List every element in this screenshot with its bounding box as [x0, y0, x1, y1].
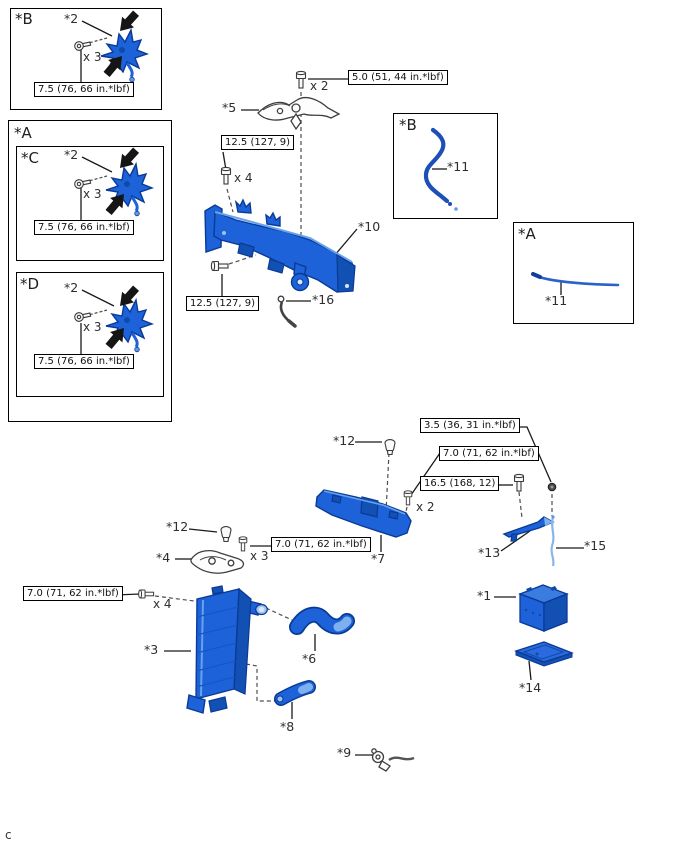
part-6-air-hose [289, 606, 355, 635]
qty-label-x4: x 4 [234, 171, 253, 185]
qty-label-x3: x 3 [83, 50, 102, 64]
torque-box-7_0: 7.0 (71, 62 in.*lbf) [271, 537, 371, 552]
torque-box-12_5: 12.5 (127, 9) [221, 135, 295, 150]
part-label-10: *10 [358, 219, 381, 234]
part-label-1: *1 [477, 588, 492, 603]
part-label-13: *13 [478, 545, 501, 560]
part-label-14: *14 [519, 680, 542, 695]
page-marker: c [5, 828, 12, 842]
part-16-hook [277, 295, 297, 328]
part-label-6: *6 [302, 651, 317, 666]
inset-label-c: *C [21, 149, 39, 167]
part-label-2: *2 [64, 280, 79, 295]
inset-frame-d [16, 272, 164, 397]
part-15-antenna-wire [550, 515, 555, 567]
torque-box-16_5: 16.5 (168, 12) [420, 476, 500, 491]
inset-label-hose-b: *B [399, 116, 417, 134]
part-label-11: *11 [447, 159, 470, 174]
qty-label-x3: x 3 [250, 549, 269, 563]
bolt-icon [513, 473, 525, 492]
part-4-bracket [190, 550, 245, 574]
inset-frame-hose-a [513, 222, 634, 324]
part-label-7: *7 [371, 551, 386, 566]
part-3-intercooler [186, 585, 268, 714]
inset-label-d: *D [20, 275, 40, 293]
part-label-8: *8 [280, 719, 295, 734]
inset-frame-c [16, 146, 164, 261]
inset-frame-a [8, 120, 172, 422]
torque-box-7_0: 7.0 (71, 62 in.*lbf) [23, 586, 123, 601]
part-7-support-seal [315, 489, 412, 538]
bolt-icon [238, 536, 248, 552]
torque-box-7_5: 7.5 (76, 66 in.*lbf) [34, 82, 134, 97]
inset-label-b: *B [15, 10, 33, 28]
part-11-hose-curved [423, 127, 458, 211]
part-label-5: *5 [222, 100, 237, 115]
torque-box-7_5: 7.5 (76, 66 in.*lbf) [34, 220, 134, 235]
bolt-icon [295, 70, 307, 89]
part-label-4: *4 [156, 550, 171, 565]
part-label-15: *15 [584, 538, 607, 553]
torque-box-7_5: 7.5 (76, 66 in.*lbf) [34, 354, 134, 369]
part-label-11: *11 [545, 293, 568, 308]
clip-icon [384, 439, 396, 456]
part-8-air-tube [274, 680, 316, 706]
bolt-icon [210, 260, 229, 272]
nut-icon [547, 482, 557, 492]
qty-label-x3: x 3 [83, 187, 102, 201]
qty-label-x3: x 3 [83, 320, 102, 334]
part-label-16: *16 [312, 292, 335, 307]
part-label-9: *9 [337, 745, 352, 760]
part-11-hose-straight [531, 272, 620, 287]
part-14-battery-tray [514, 641, 574, 667]
part-label-12: *12 [166, 519, 189, 534]
part-9-sensor [371, 748, 415, 772]
torque-box-12_5: 12.5 (127, 9) [186, 296, 260, 311]
bolt-icon [403, 490, 413, 506]
inset-label-hose-a: *A [518, 225, 536, 243]
torque-box-7_0: 7.0 (71, 62 in.*lbf) [439, 446, 539, 461]
bolt-icon [220, 166, 232, 185]
inset-frame-b [10, 8, 162, 110]
leader-lines [80, 20, 584, 756]
inset-frame-hose-b [393, 113, 498, 219]
part-label-2: *2 [64, 147, 79, 162]
part-13-bracket [502, 516, 555, 542]
torque-box-3_5: 3.5 (36, 31 in.*lbf) [420, 418, 520, 433]
bolt-icon [138, 589, 155, 599]
qty-label-x2: x 2 [310, 79, 329, 93]
qty-label-x2: x 2 [416, 500, 435, 514]
inset-label-a: *A [14, 124, 32, 142]
qty-label-x4: x 4 [153, 597, 172, 611]
clip-icon [220, 526, 232, 543]
part-5-wiper-link [257, 96, 341, 131]
part-1-battery [518, 584, 569, 632]
part-label-3: *3 [144, 642, 159, 657]
part-label-12: *12 [333, 433, 356, 448]
torque-box-5_0: 5.0 (51, 44 in.*lbf) [348, 70, 448, 85]
part-label-2: *2 [64, 11, 79, 26]
part-10-cowl-brace [204, 198, 356, 293]
